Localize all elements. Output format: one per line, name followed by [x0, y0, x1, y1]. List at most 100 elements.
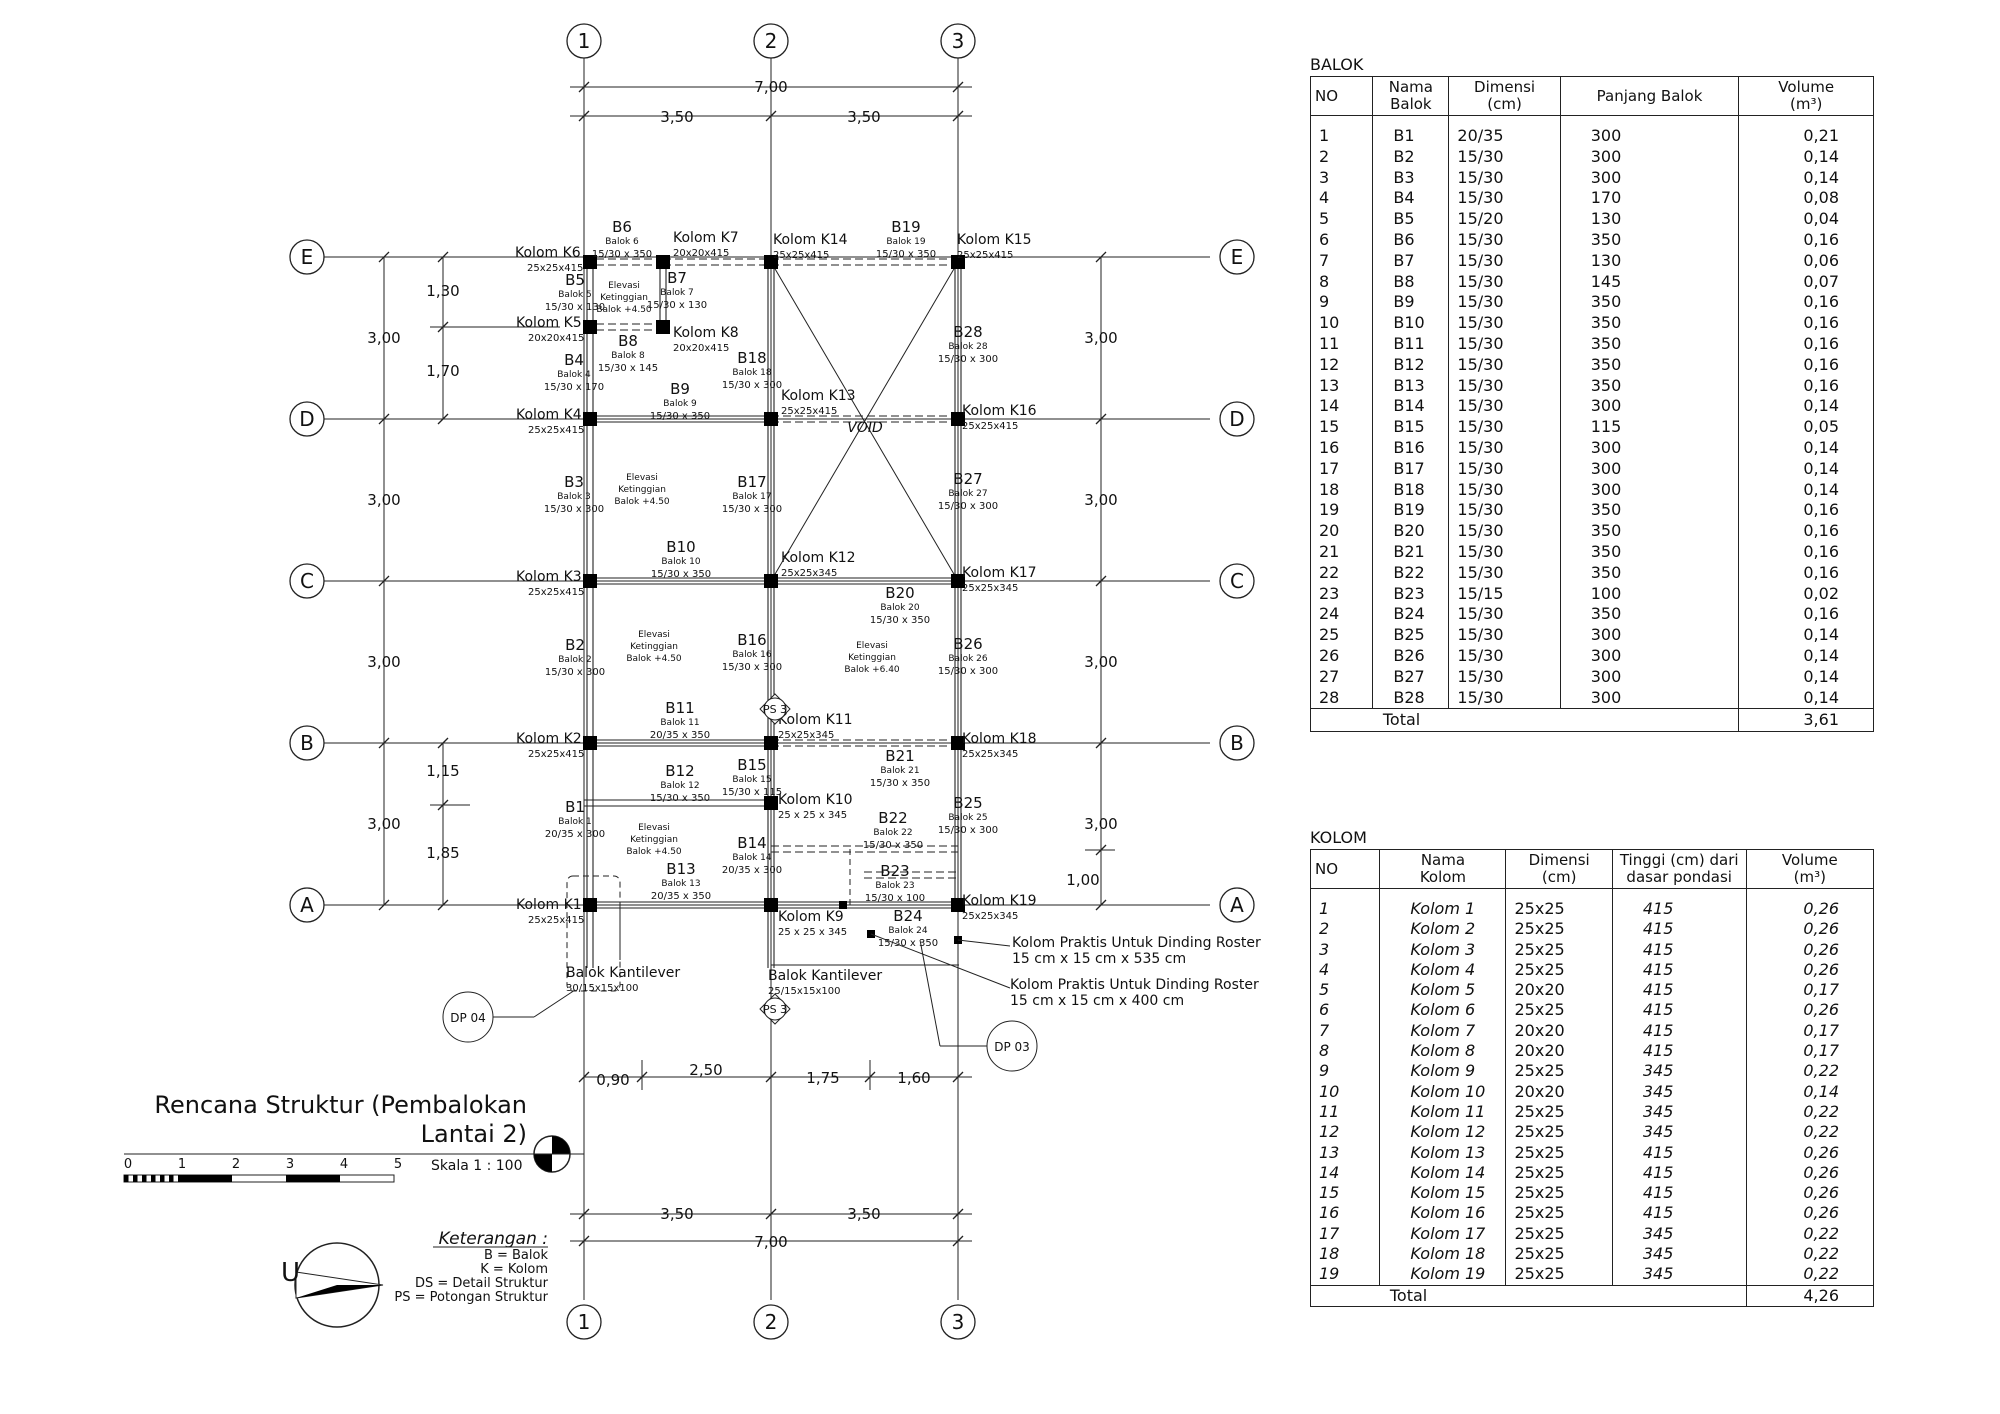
table-cell: B24 [1372, 604, 1450, 626]
leader-line [533, 989, 576, 1018]
beam-size: 15/30 x 145 [598, 363, 658, 374]
column-size: 20x20x415 [673, 343, 729, 354]
table-cell: 15 [1309, 1183, 1381, 1204]
table-cell: 17 [1309, 1223, 1381, 1245]
column-size: 25x25x345 [962, 911, 1018, 922]
table-cell: B12 [1372, 354, 1450, 376]
scale-text: Skala 1 : 100 [431, 1158, 523, 1174]
table-cell: 0,16 [1738, 500, 1874, 522]
scale-seg-fine [142, 1175, 147, 1182]
dim-bottom-detail-0: 0,90 [596, 1071, 629, 1089]
section-callout-1-ring [763, 697, 787, 721]
table-cell: 25x25 [1505, 1264, 1613, 1286]
scale-tick-label: 3 [286, 1157, 294, 1172]
beam-size: 15/30 x 300 [938, 666, 998, 677]
grid-bubble-right-C-label: C [1230, 569, 1244, 593]
table-cell: 18 [1309, 1244, 1381, 1265]
beam-label-b17: B17 [737, 473, 766, 491]
table-cell: 350 [1559, 333, 1740, 355]
grid-bubble-left-C-label: C [300, 569, 314, 593]
section-callout-2-ring [763, 997, 787, 1021]
beam-size: 20/35 x 300 [722, 865, 782, 876]
beam-sub: Balok 5 [558, 290, 592, 300]
leader-line [870, 933, 1011, 989]
beam-sub: Balok 8 [611, 351, 645, 361]
table-cell: B7 [1372, 250, 1450, 272]
cantilever-label-2: Balok Kantilever [768, 968, 882, 984]
table-cell: 20/35 [1448, 115, 1561, 147]
table-cell: 345 [1611, 1122, 1747, 1143]
table-cell: 15/30 [1448, 229, 1561, 251]
column-kolom-k6 [583, 255, 597, 269]
table-cell: 15/30 [1448, 167, 1561, 189]
praktis-note-1b: 15 cm x 15 cm x 535 cm [1012, 951, 1186, 967]
grid-bubble-top-2 [753, 23, 789, 59]
cantilever-size-1: 30/15x15x100 [566, 983, 638, 994]
table-cell: 300 [1559, 666, 1740, 688]
table-cell: 27 [1309, 666, 1374, 688]
table-cell: 2 [1309, 146, 1374, 168]
table-cell: 300 [1559, 167, 1740, 189]
beam-label-b7: B7 [667, 269, 687, 287]
column-label: Kolom K11 [778, 712, 853, 728]
scale-tick-label: 5 [394, 1157, 402, 1172]
balok_table-col-3: Panjang Balok [1559, 76, 1740, 116]
table-cell: 7 [1309, 1020, 1381, 1042]
beam-sub: Balok 4 [557, 370, 591, 380]
dim-tick [378, 413, 390, 425]
elevation-note: Ketinggian [618, 485, 666, 495]
scale-seg-fine [124, 1175, 129, 1182]
column-label: Kolom K17 [962, 565, 1037, 581]
table-cell: 25x25 [1505, 1203, 1613, 1224]
table-cell: 0,26 [1745, 919, 1875, 940]
grid-bubble-bottom-2 [753, 1304, 789, 1340]
elevation-note: Elevasi [638, 630, 670, 640]
table-cell: B21 [1372, 541, 1450, 563]
column-kolom-k17 [951, 574, 965, 588]
table-cell: B28 [1372, 687, 1450, 709]
table-cell: 415 [1611, 1041, 1747, 1062]
beam-sub: Balok 14 [732, 853, 771, 863]
table-cell: 415 [1611, 980, 1747, 1001]
table-cell: 15/30 [1448, 375, 1561, 397]
grid-bubble-left-D-label: D [299, 407, 314, 431]
dim-top-total: 7,00 [754, 78, 787, 96]
dim-tick [437, 413, 449, 425]
dim-right-3: 3,00 [1084, 815, 1117, 833]
scale-tick-label: 1 [178, 1157, 186, 1172]
table-cell: 15/30 [1448, 625, 1561, 646]
elevation-note: Ketinggian [630, 642, 678, 652]
beam-size: 20/35 x 350 [650, 730, 710, 741]
table-cell: 12 [1309, 354, 1374, 376]
table-cell: Kolom 6 [1379, 1000, 1507, 1021]
elevation-note: Balok +4.50 [626, 847, 682, 857]
column-label: Kolom K4 [516, 407, 582, 423]
column-size: 25x25x345 [962, 749, 1018, 760]
beam-size: 15/30 x 130 [647, 300, 707, 311]
table-cell: 28 [1309, 687, 1374, 709]
table-cell: 25x25 [1505, 1122, 1613, 1143]
table-cell: 415 [1611, 1142, 1747, 1163]
table-cell: 25x25 [1505, 939, 1613, 960]
table-cell: 20 [1309, 521, 1374, 542]
section-callout-2-label: PS 3 [763, 1003, 787, 1016]
table-cell: 8 [1309, 271, 1374, 293]
beam-sub: Balok 11 [660, 718, 699, 728]
table-cell: 15/30 [1448, 437, 1561, 459]
legend-item: B = Balok [484, 1248, 549, 1263]
column-label: Kolom K13 [781, 388, 856, 404]
dim-left-inner-3: 1,85 [426, 844, 459, 862]
beam-label-b23: B23 [880, 862, 909, 880]
table-cell: 415 [1611, 1162, 1747, 1184]
table-cell: 25x25 [1505, 1000, 1613, 1021]
